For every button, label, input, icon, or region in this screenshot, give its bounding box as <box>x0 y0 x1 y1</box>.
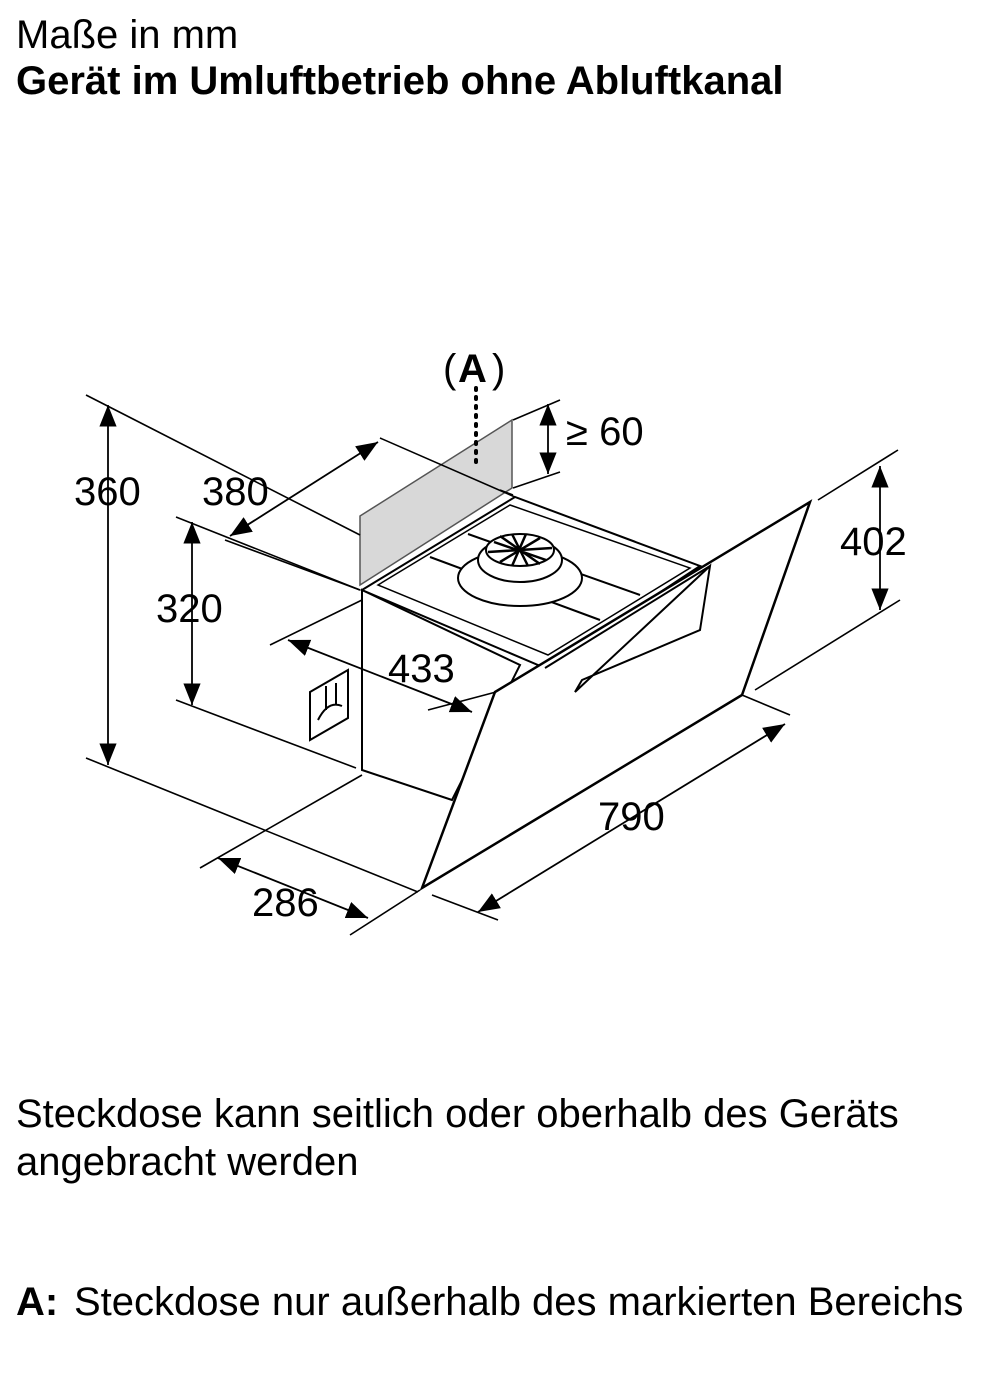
zone-label-paren-open: ( <box>443 347 457 391</box>
zone-label-paren-close: ) <box>492 347 505 391</box>
zone-label-key: A <box>458 347 487 391</box>
legend-key: A: <box>16 1280 59 1324</box>
dim-width-front: 790 <box>598 795 665 839</box>
dimension-drawing: ( A ) 360 380 320 433 286 790 402 ≥ 60 <box>74 347 907 936</box>
dim-height-front: 402 <box>840 520 907 564</box>
installation-note: Steckdose kann seitlich oder oberhalb de… <box>16 1092 899 1184</box>
dimension-arrows <box>99 404 889 919</box>
fan-unit <box>457 533 583 607</box>
dim-height-body: 320 <box>156 587 223 631</box>
legend-text: Steckdose nur außerhalb des markierten B… <box>74 1280 964 1324</box>
dim-height-total: 360 <box>74 470 141 514</box>
dim-width-top: 380 <box>202 470 269 514</box>
dim-depth-body: 433 <box>388 647 455 691</box>
socket-icon <box>309 668 349 742</box>
dim-depth-base: 286 <box>252 881 319 925</box>
dim-min-clearance: ≥ 60 <box>566 410 644 454</box>
unit-line: Maße in mm <box>16 13 239 57</box>
page-title: Gerät im Umluftbetrieb ohne Abluftkanal <box>16 59 784 103</box>
